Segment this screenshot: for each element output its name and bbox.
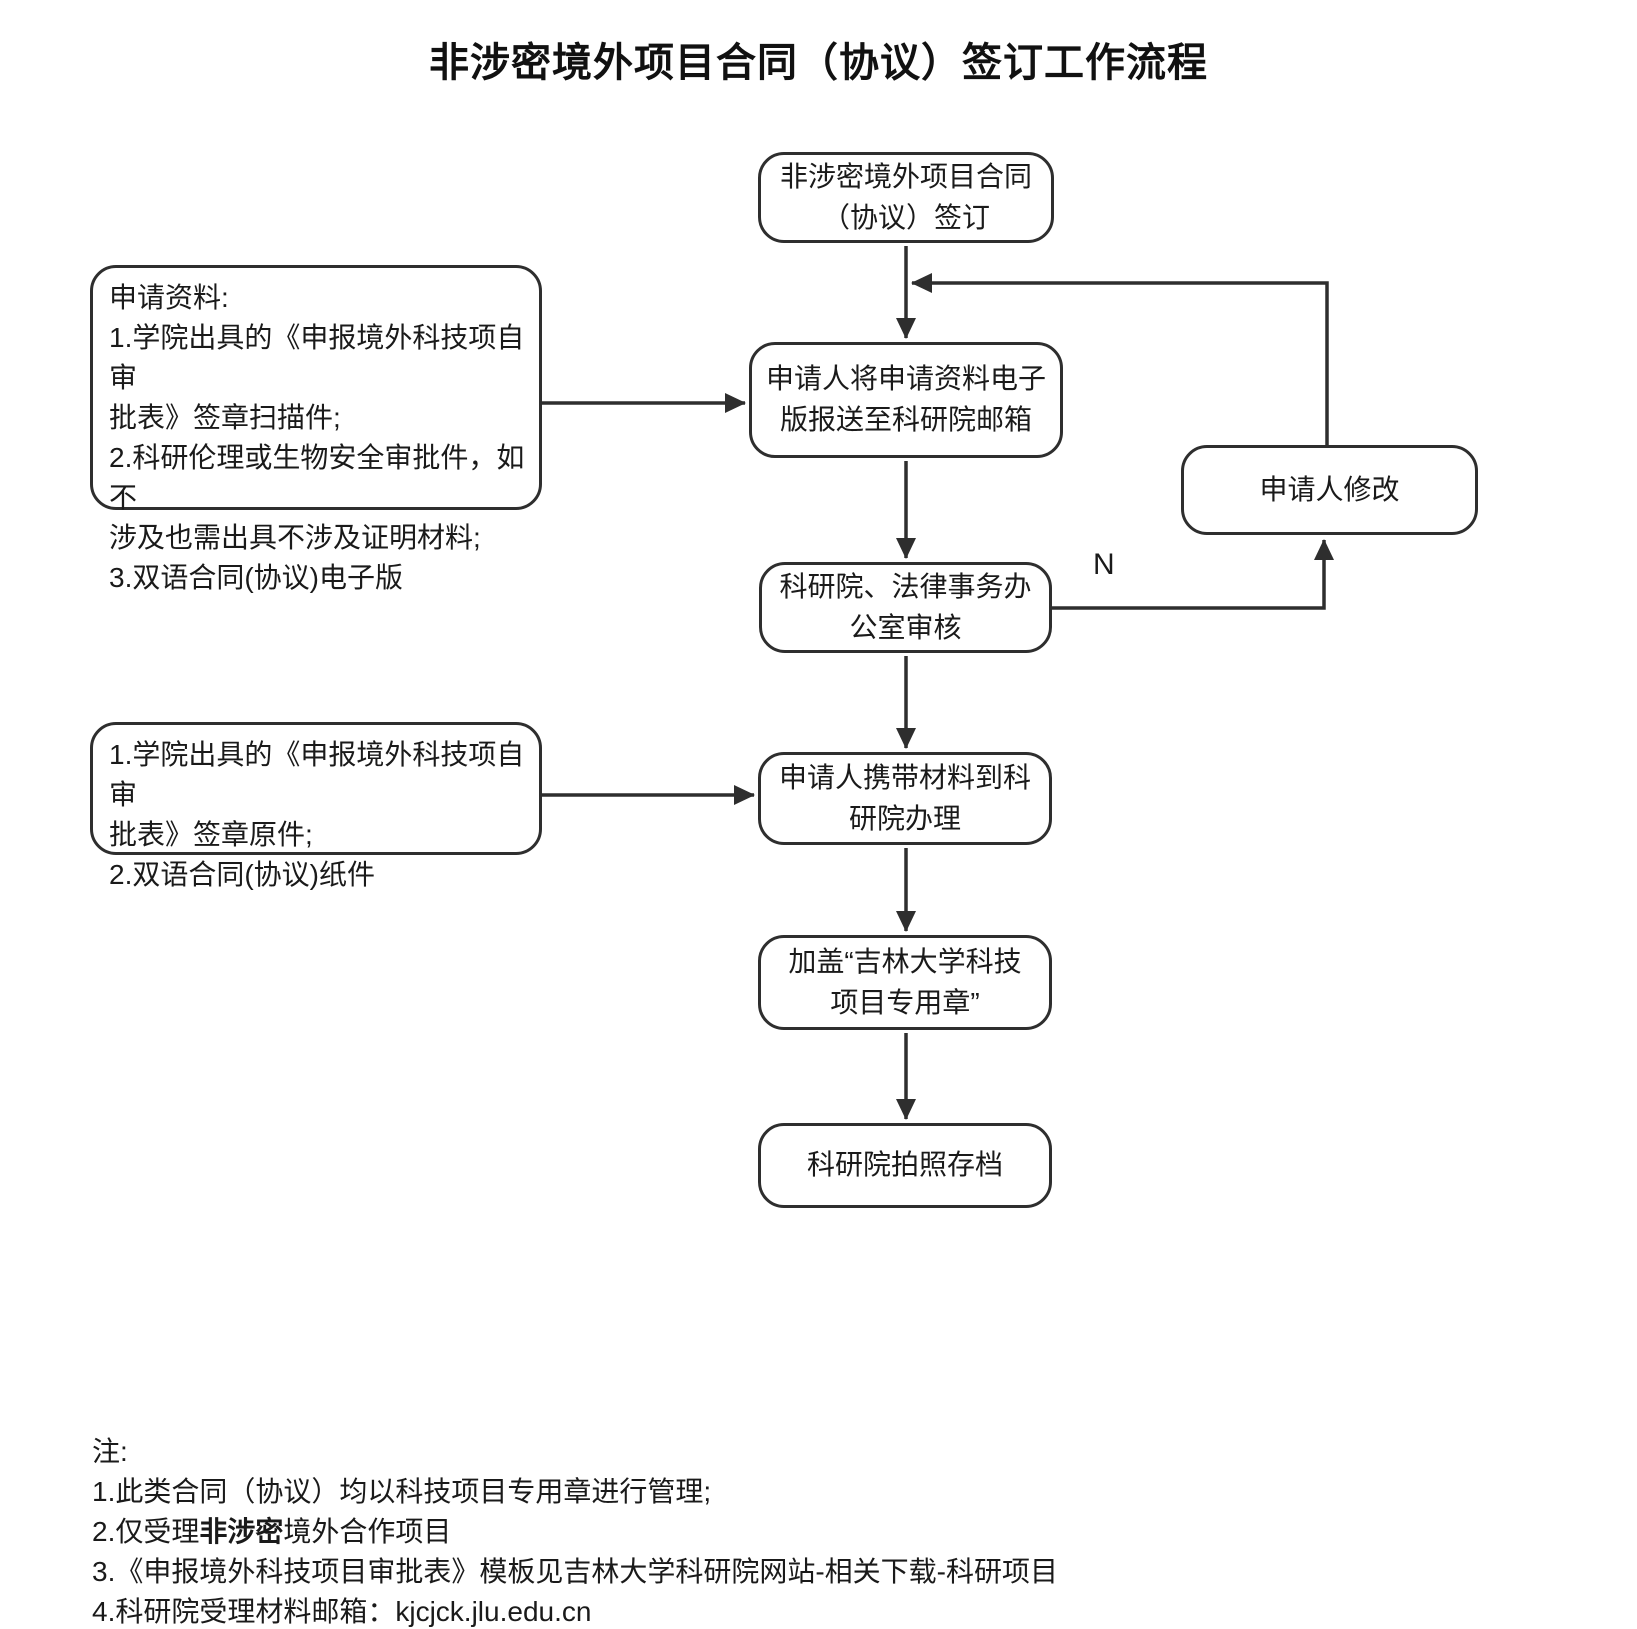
note-item-2: 2.仅受理非涉密境外合作项目	[92, 1512, 1058, 1552]
note-item-2-bold: 非涉密	[199, 1516, 284, 1547]
decision-label-n: N	[1093, 548, 1115, 581]
note-item-4: 4.科研院受理材料邮箱：kjcjck.jlu.edu.cn	[92, 1596, 592, 1627]
note-item-1: 1.此类合同（协议）均以科技项目专用章进行管理;	[92, 1476, 712, 1507]
note-item-2-suffix: 境外合作项目	[283, 1516, 452, 1547]
node-applicant-modify: 申请人修改	[1181, 445, 1478, 535]
info-box-paper-materials: 1.学院出具的《申报境外科技项自审 批表》签章原件; 2.双语合同(协议)纸件	[90, 722, 542, 890]
note-item-3: 3.《申报境外科技项目审批表》模板见吉林大学科研院网站-相关下载-科研项目	[92, 1556, 1059, 1587]
node-stamp: 加盖“吉林大学科技 项目专用章”	[758, 935, 1052, 1030]
note-item-2-prefix: 2.仅受理	[92, 1516, 200, 1547]
node-bring-materials: 申请人携带材料到科 研院办理	[758, 752, 1052, 845]
page-title: 非涉密境外项目合同（协议）签订工作流程	[429, 41, 1208, 85]
notes-heading: 注:	[92, 1436, 128, 1467]
notes-section: 注: 1.此类合同（协议）均以科技项目专用章进行管理; 2.仅受理非涉密境外合作…	[92, 1432, 1058, 1629]
node-archive: 科研院拍照存档	[758, 1123, 1052, 1208]
node-start: 非涉密境外项目合同 （协议）签订	[758, 152, 1054, 243]
info-box-electronic-materials: 申请资料: 1.学院出具的《申报境外科技项自审 批表》签章扫描件; 2.科研伦理…	[90, 265, 542, 593]
node-review: 科研院、法律事务办 公室审核	[759, 562, 1052, 653]
node-send-materials: 申请人将申请资料电子 版报送至科研院邮箱	[749, 342, 1063, 458]
